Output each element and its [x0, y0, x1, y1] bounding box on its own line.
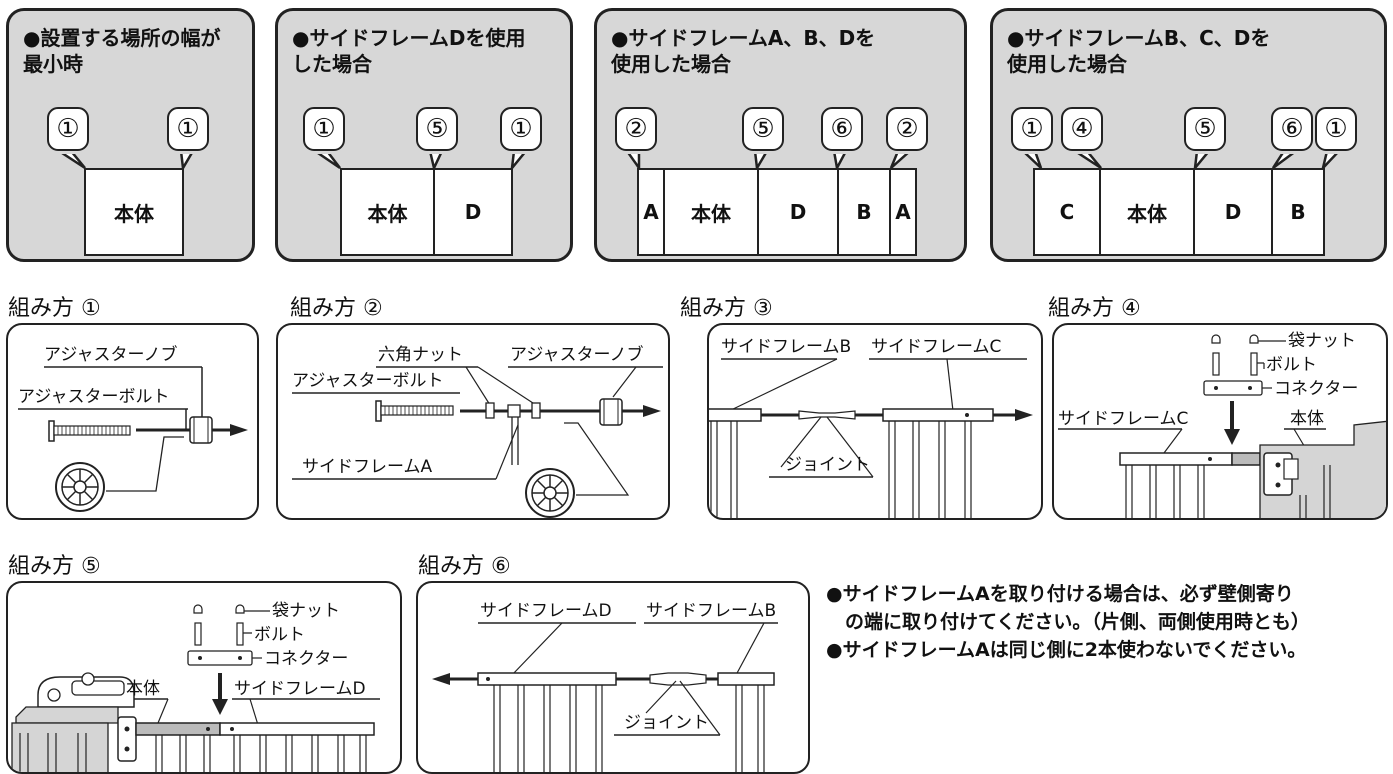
label-adjuster-bolt: アジャスターボルト	[18, 387, 170, 407]
label-side-frame-a: サイドフレームA	[302, 457, 433, 477]
label-side-frame-c: サイドフレームC	[1058, 409, 1189, 429]
config-title: ●サイドフレームA、B、Dを 使用した場合	[611, 26, 876, 76]
part-number-bubble: ⑤	[416, 107, 458, 151]
assembly-step-2: 六角ナット アジャスターノブ アジャスターボルト サイドフレームA	[276, 323, 670, 520]
bubble-pointers	[61, 154, 193, 172]
step-5-drawing	[11, 604, 380, 772]
label-cap-nut: 袋ナット	[272, 601, 340, 621]
step-4-drawing	[1058, 334, 1386, 518]
assembly-step-3: サイドフレームB サイドフレームC ジョイント	[707, 323, 1043, 520]
part-number-bubble: ⑥	[1271, 107, 1313, 151]
assembly-step-4: 袋ナット ボルト コネクター サイドフレームC 本体	[1052, 323, 1388, 520]
label-bolt: ボルト	[1266, 355, 1317, 375]
part-number-bubble: ②	[615, 107, 657, 151]
frame-box-main: 本体	[663, 168, 759, 256]
step-2-drawing	[292, 366, 663, 518]
caution-note-1: ●サイドフレームAを取り付ける場合は、必ず壁側寄り	[826, 583, 1294, 605]
label-connector: コネクター	[1274, 379, 1359, 399]
label-main-body: 本体	[126, 679, 160, 699]
config-title: ●サイドフレームDを使用 した場合	[292, 26, 526, 76]
label-main-body: 本体	[1290, 409, 1324, 429]
step-title: 組み方 ⑥	[418, 554, 511, 579]
bubble-pointers	[627, 154, 909, 172]
part-number-bubble: ④	[1061, 107, 1103, 151]
label-joint: ジョイント	[785, 455, 870, 475]
step-title: 組み方 ②	[290, 296, 383, 321]
step-title: 組み方 ④	[1048, 296, 1141, 321]
label-adjuster-knob: アジャスターノブ	[44, 345, 178, 365]
config-panel-4: ●サイドフレームB、C、Dを 使用した場合 ① ④ ⑤ ⑥ ① C 本体 D B	[990, 8, 1387, 262]
caution-note-1-cont: の端に取り付けてください。（片側、両側使用時とも）	[826, 611, 1310, 633]
assembly-step-1: アジャスターノブ アジャスターボルト	[6, 323, 259, 520]
config-panel-3: ●サイドフレームA、B、Dを 使用した場合 ② ⑤ ⑥ ② A 本体 D B A	[594, 8, 967, 262]
part-number-bubble: ②	[886, 107, 928, 151]
bubble-pointers	[1024, 154, 1338, 173]
frame-box-a: A	[637, 168, 665, 256]
label-side-frame-d: サイドフレームD	[234, 679, 366, 699]
label-side-frame-b: サイドフレームB	[721, 337, 852, 357]
label-side-frame-d: サイドフレームD	[480, 601, 612, 621]
config-title: ●サイドフレームB、C、Dを 使用した場合	[1007, 26, 1271, 76]
config-title: ●設置する場所の幅が 最小時	[23, 26, 221, 76]
step-title: 組み方 ⑤	[8, 554, 101, 579]
frame-box-d: D	[1193, 168, 1273, 256]
frame-box-b: B	[837, 168, 891, 256]
config-panel-2: ●サイドフレームDを使用 した場合 ① ⑤ ① 本体 D	[275, 8, 573, 262]
frame-box-main: 本体	[84, 168, 184, 256]
frame-box-d: D	[433, 168, 513, 256]
config-panel-1: ●設置する場所の幅が 最小時 ① ① 本体	[6, 8, 255, 262]
part-number-bubble: ①	[47, 107, 89, 151]
label-side-frame-b: サイドフレームB	[646, 601, 777, 621]
label-adjuster-bolt: アジャスターボルト	[292, 371, 444, 391]
label-connector: コネクター	[264, 649, 349, 669]
step-1-drawing	[18, 366, 248, 512]
part-number-bubble: ⑥	[821, 107, 863, 151]
step-title: 組み方 ①	[8, 296, 101, 321]
label-joint: ジョイント	[624, 713, 709, 733]
step-title: 組み方 ③	[680, 296, 773, 321]
caution-note-2: ●サイドフレームAは同じ側に2本使わないでください。	[826, 639, 1307, 661]
frame-box-main: 本体	[340, 168, 435, 256]
part-number-bubble: ①	[500, 107, 542, 151]
part-number-bubble: ⑤	[1184, 107, 1226, 151]
frame-box-a: A	[889, 168, 917, 256]
part-number-bubble: ①	[167, 107, 209, 151]
part-number-bubble: ①	[1011, 107, 1053, 151]
frame-box-main: 本体	[1099, 168, 1195, 256]
part-number-bubble: ①	[303, 107, 345, 151]
label-side-frame-c: サイドフレームC	[871, 337, 1002, 357]
part-number-bubble: ⑤	[742, 107, 784, 151]
part-number-bubble: ①	[1315, 107, 1357, 151]
assembly-step-6: サイドフレームD サイドフレームB ジョイント	[416, 581, 810, 774]
frame-box-d: D	[757, 168, 839, 256]
step-6-drawing	[432, 622, 778, 772]
frame-box-b: B	[1271, 168, 1325, 256]
step-3-drawing	[709, 358, 1033, 518]
assembly-step-5: 袋ナット ボルト コネクター 本体 サイドフレームD	[6, 581, 402, 774]
label-cap-nut: 袋ナット	[1288, 331, 1356, 351]
label-hex-nut: 六角ナット	[378, 345, 463, 365]
frame-box-c: C	[1033, 168, 1101, 256]
label-adjuster-knob: アジャスターノブ	[510, 345, 644, 365]
bubble-pointers	[317, 154, 526, 173]
label-bolt: ボルト	[254, 625, 305, 645]
